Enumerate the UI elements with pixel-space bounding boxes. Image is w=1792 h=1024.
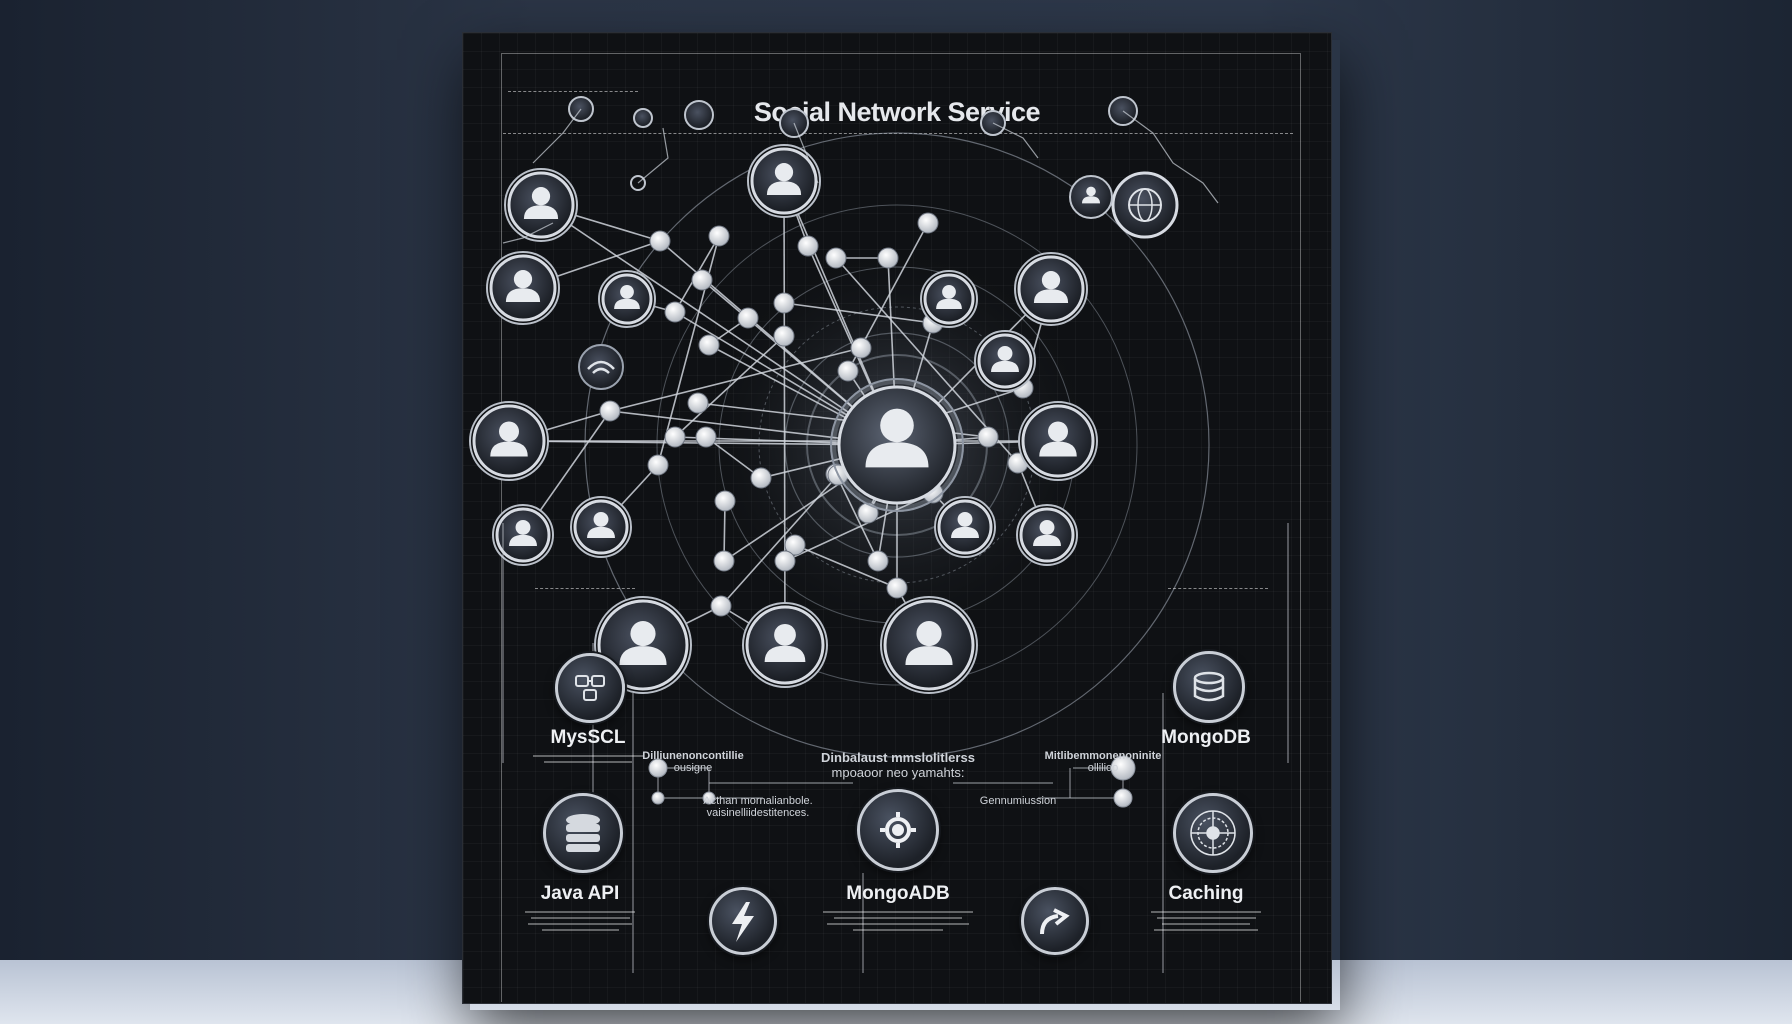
poster: Social Network Service [462,32,1332,1004]
network-dot [773,292,795,314]
lightning-icon [709,887,777,955]
mongoadb-label: MongoADB [846,883,950,904]
user-node [486,251,560,325]
dot-edge [835,473,879,562]
mongodb-label: MongoDB [1161,727,1251,748]
user-node [594,596,692,694]
dot-edge [609,347,862,412]
java-api-label: Java API [540,883,620,904]
network-dot [649,230,671,252]
user-node [1018,401,1098,481]
network-dot [713,550,735,572]
caching-label: Caching [1168,883,1244,904]
database-icon [543,793,623,873]
network-dot [714,490,736,512]
network-dot [737,307,759,329]
small-node-icon [633,108,653,128]
hub-node [830,378,964,512]
user-node [492,504,554,566]
mysql-network-icon [555,653,625,723]
mid-right-caption: Gennumiussion [979,795,1057,807]
small-node-icon [630,175,646,191]
right-divider [1168,588,1268,589]
user-node [920,270,978,328]
dot-edge [794,544,898,589]
network-dot [857,502,879,524]
network-dot [710,595,732,617]
network-icon [1173,793,1253,873]
network-dot [850,337,872,359]
wifi-icon [578,344,624,390]
network-dot [784,534,806,556]
dot-edge [720,474,839,607]
user-node [1014,252,1088,326]
user-node [742,602,828,688]
network-dot [886,577,908,599]
network-dot [687,392,709,414]
user-node [570,496,632,558]
network-dot [664,301,686,323]
network-dot [708,225,730,247]
network-dot [977,426,999,448]
network-dot [695,426,717,448]
network-diagram [469,96,1219,758]
network-dot [647,454,669,476]
small-user-icon [1069,175,1113,219]
user-node [598,270,656,328]
network-dot [825,247,847,269]
hub-edge [540,204,898,446]
network-dot [877,247,899,269]
network-dot [774,550,796,572]
network-dot [917,212,939,234]
network-dot [664,426,686,448]
network-dot [867,550,889,572]
left-divider [535,588,635,589]
gear-icon [857,789,939,871]
user-node [934,496,996,558]
small-node-icon [684,100,714,130]
network-dot [773,325,795,347]
title-divider-left [508,91,638,92]
dot-edge [783,302,934,324]
user-nodes [469,144,1098,694]
mysql-label: MysSCL [550,727,626,748]
mongodb-database-icon [1173,651,1245,723]
corner-icons [568,96,1179,390]
mid-left-caption: Acthan mornalianbole.vaisinelliidestiten… [703,795,813,819]
user-node [504,168,578,242]
network-dot [837,360,859,382]
user-node [1016,504,1078,566]
globe-icon [1111,171,1179,239]
user-node [974,330,1036,392]
dot-edge [784,492,934,562]
network-dot [797,235,819,257]
user-node [469,401,549,481]
user-node [880,596,978,694]
network-dot [750,467,772,489]
network-dot [691,269,713,291]
network-dot [698,334,720,356]
corner-connectors [502,108,1219,244]
user-node [747,144,821,218]
network-dot [599,400,621,422]
arrow-icon [1021,887,1089,955]
